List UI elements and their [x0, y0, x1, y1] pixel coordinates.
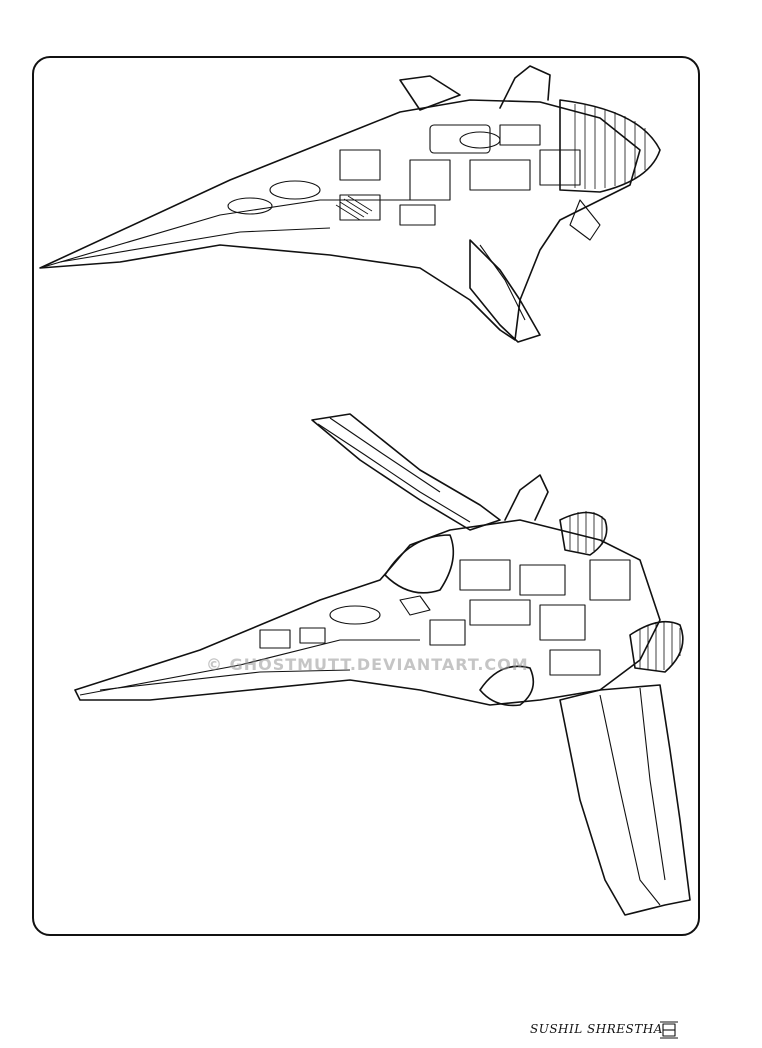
signature-monogram — [660, 1021, 678, 1039]
spaceship-perspective-view — [74, 413, 691, 916]
spaceship-top-view — [39, 65, 661, 343]
artist-signature: SUSHIL SHRESTHA — [530, 1022, 663, 1036]
watermark-text: © GHOSTMUTT.DEVIANTART.COM — [206, 655, 529, 674]
drawing-border-frame — [32, 56, 700, 936]
